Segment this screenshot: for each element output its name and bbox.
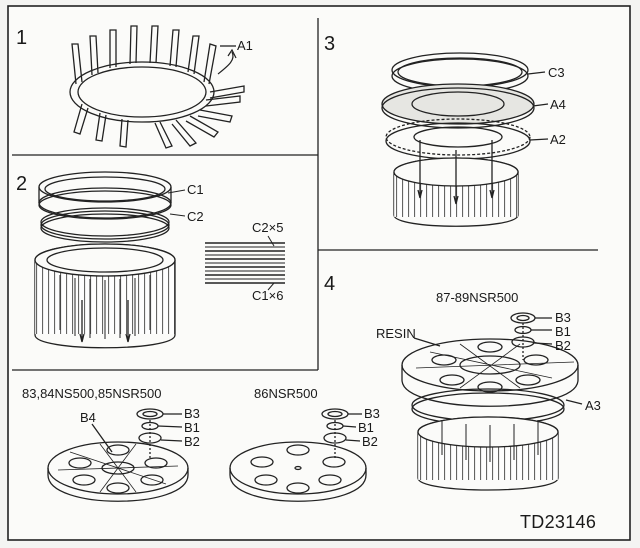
variant-1-model: 83,84NS500,85NSR500: [22, 386, 162, 401]
variant-2-disc: [229, 408, 367, 502]
label-resin: RESIN: [376, 326, 416, 341]
panel-1-number: 1: [16, 27, 27, 49]
label-b2-main: B2: [555, 338, 571, 353]
panel-3-number: 3: [324, 33, 335, 55]
label-c3: C3: [548, 65, 565, 80]
label-a1: A1: [237, 38, 253, 53]
label-b2-v2: B2: [362, 434, 378, 449]
panel-2-plate-sideview: [167, 189, 285, 291]
panel-4-assembly: [401, 312, 583, 491]
label-c1: C1: [187, 182, 204, 197]
label-b3-v2: B3: [364, 406, 380, 421]
label-b1-v2: B1: [358, 420, 374, 435]
label-a4: A4: [550, 97, 566, 112]
label-b1-main: B1: [555, 324, 571, 339]
figure-code: TD23146: [520, 512, 596, 532]
label-b1-v1: B1: [184, 420, 200, 435]
panel-4-number: 4: [324, 273, 335, 295]
panel-2-number: 2: [16, 173, 27, 195]
label-a3: A3: [585, 398, 601, 413]
label-c2: C2: [187, 209, 204, 224]
label-b2-v1: B2: [184, 434, 200, 449]
label-c2x5: C2×5: [252, 220, 283, 235]
label-c1x6: C1×6: [252, 288, 283, 303]
label-b3-main: B3: [555, 310, 571, 325]
label-a2: A2: [550, 132, 566, 147]
label-b3-v1: B3: [184, 406, 200, 421]
variant-1-disc: [47, 408, 189, 502]
panel-2-clutch-stack: [34, 171, 176, 349]
panel-3-plate-stack: [381, 52, 549, 227]
panel-1-spring-ring: [69, 25, 245, 149]
label-b4: B4: [80, 410, 96, 425]
variant-2-model: 86NSR500: [254, 386, 318, 401]
panel-4-model: 87-89NSR500: [436, 290, 518, 305]
